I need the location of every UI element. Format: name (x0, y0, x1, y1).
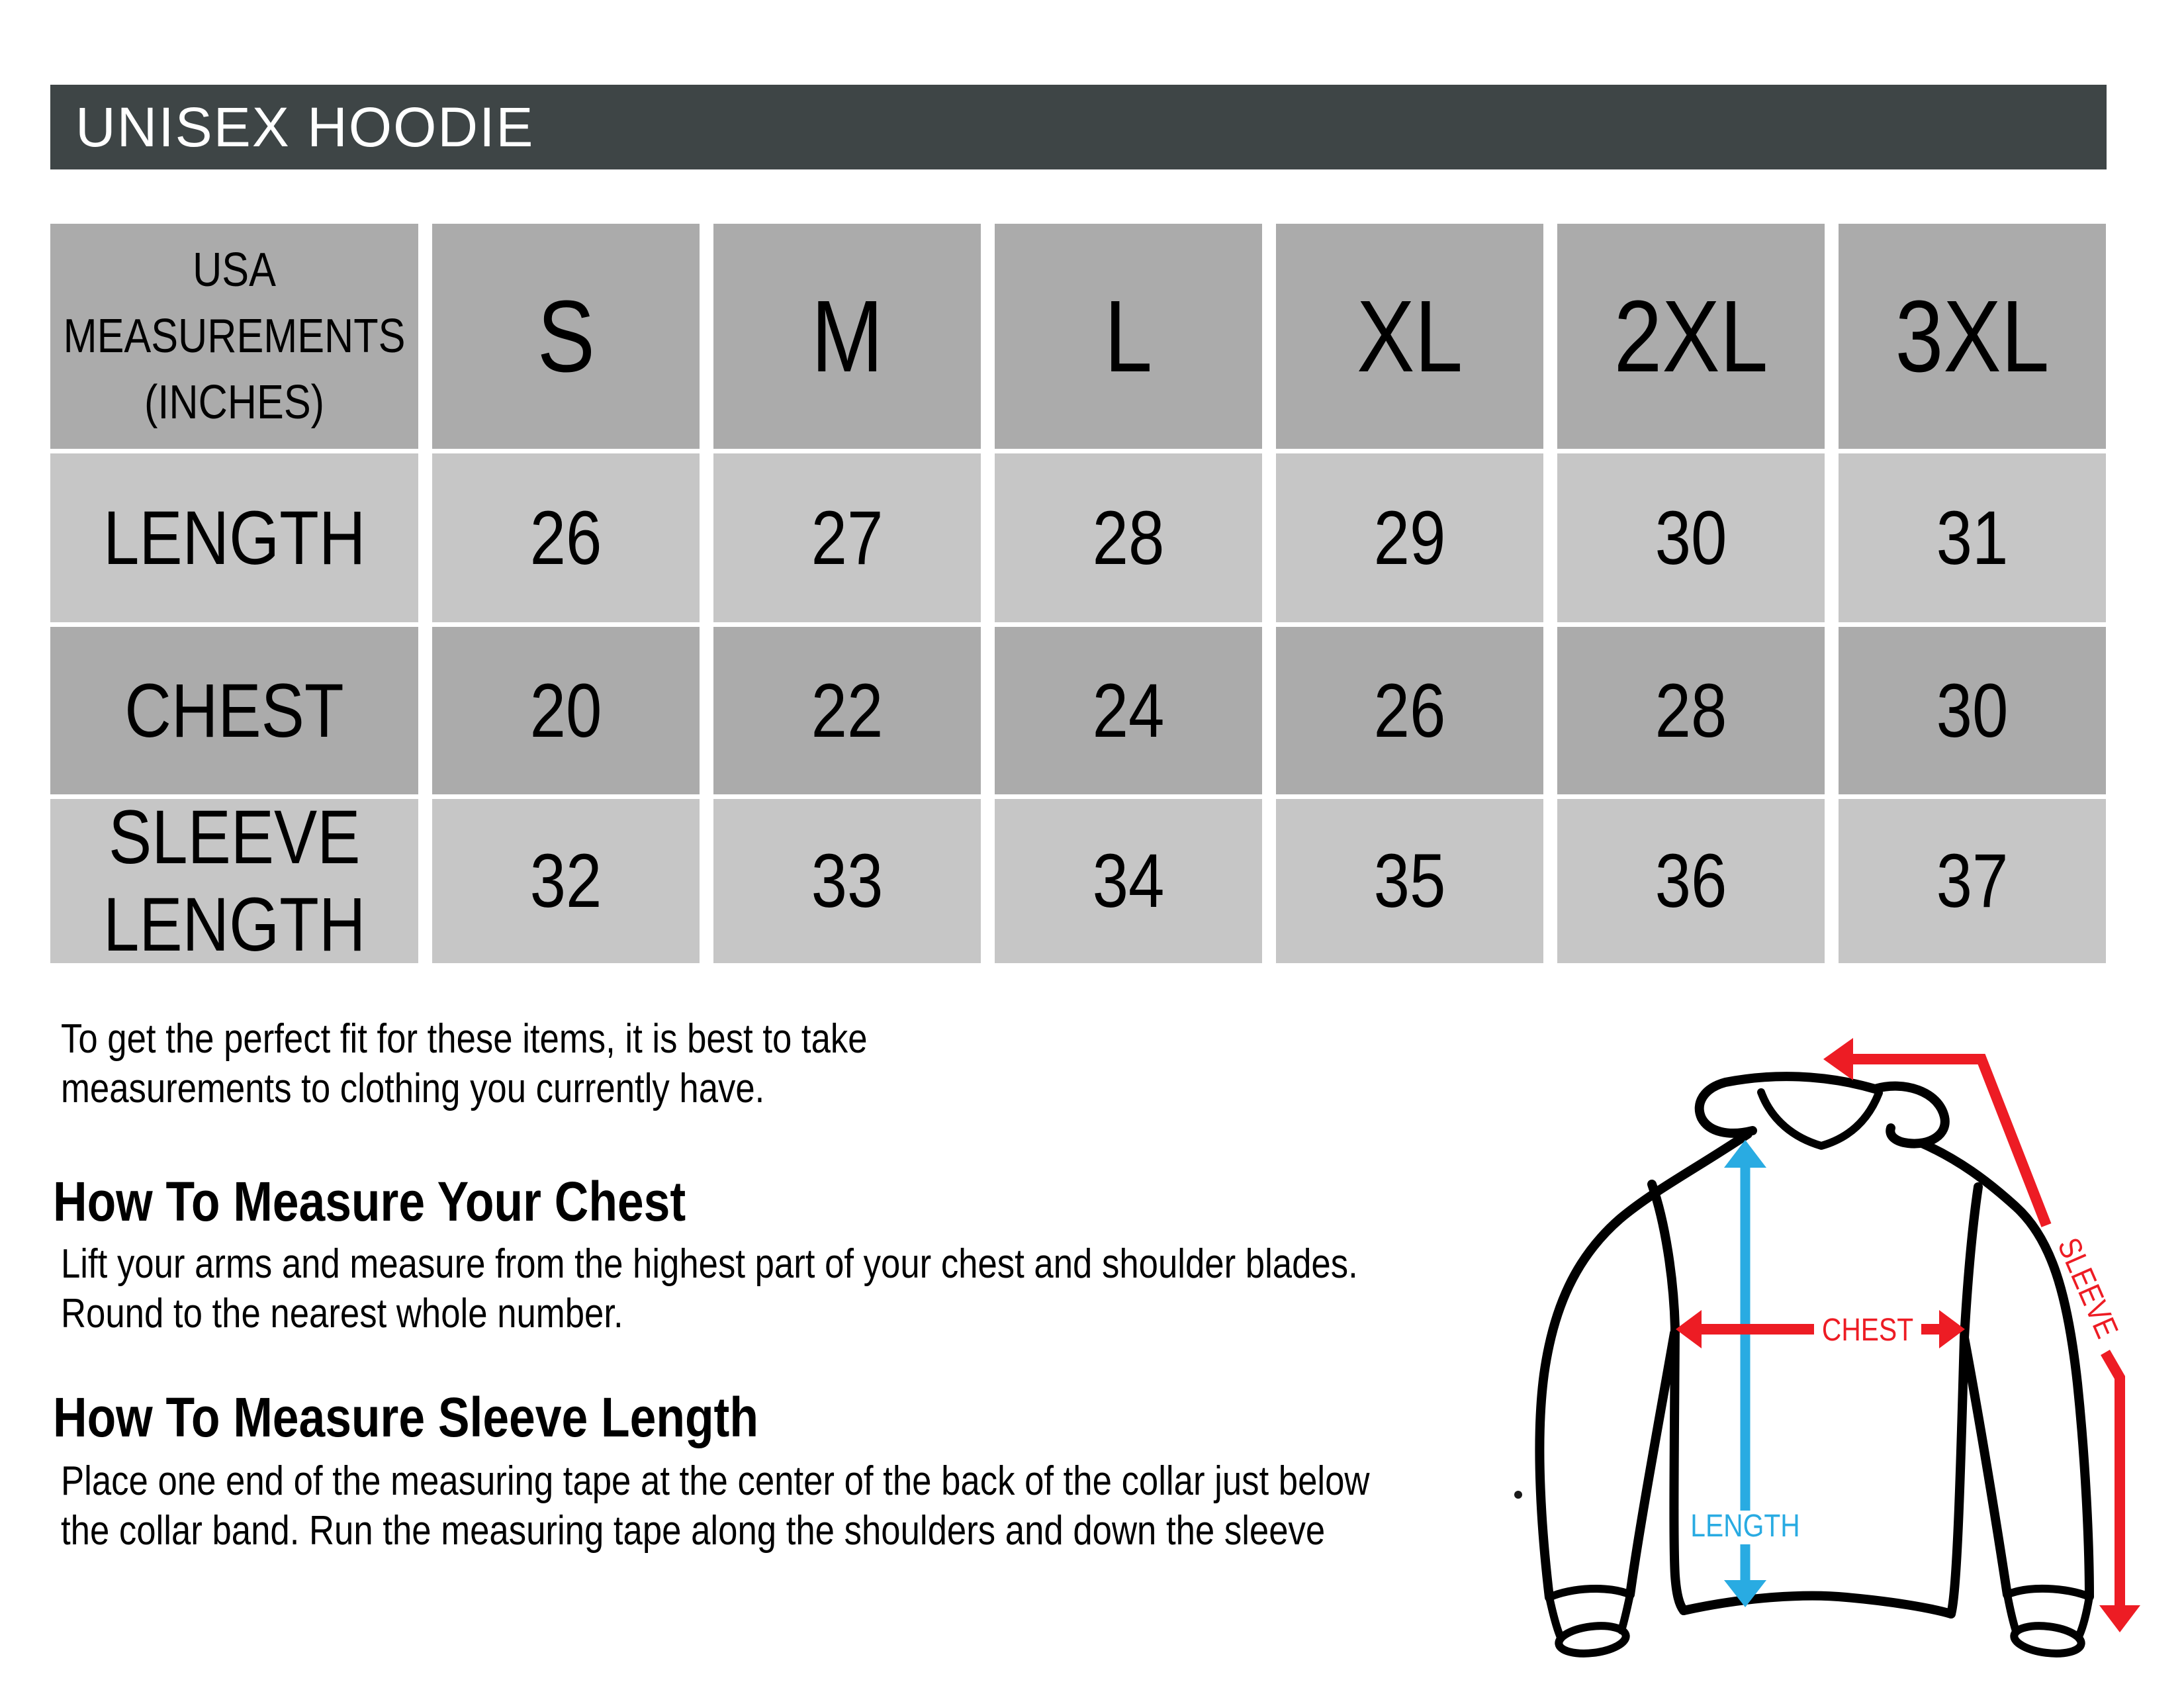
length-arrow: LENGTH (1690, 1140, 1800, 1607)
title-bar: UNISEX HOODIE (50, 85, 2107, 169)
length-xl: 29 (1276, 453, 1543, 622)
row-label-length: LENGTH (50, 453, 418, 622)
left-cuff-band (1545, 1584, 1634, 1601)
sleeve-2xl: 36 (1557, 799, 1825, 963)
right-body-edge (1946, 1333, 1969, 1618)
right-sleeve-outer (1917, 1139, 2094, 1601)
right-sleeve-inner (1960, 1333, 2012, 1599)
heading-measure-sleeve: How To Measure Sleeve Length (53, 1386, 758, 1448)
chest-label: CHEST (1822, 1313, 1913, 1348)
sleeve-m: 33 (713, 799, 981, 963)
row-label-sleeve-length: SLEEVE LENGTH (50, 795, 418, 967)
page-title: UNISEX HOODIE (75, 95, 535, 158)
length-arrowhead-bottom (1724, 1580, 1766, 1607)
left-cuff-outer (1545, 1593, 1564, 1640)
sleeve-s: 32 (432, 799, 700, 963)
length-2xl: 30 (1557, 453, 1825, 622)
stray-dot (1514, 1491, 1522, 1499)
chest-s: 20 (432, 627, 700, 794)
sleeve-arrowhead-bottom (2099, 1605, 2140, 1632)
left-cuff-inner (1617, 1591, 1634, 1634)
row-label-chest: CHEST (50, 627, 418, 794)
hoodie-outline-diagram: LENGTH CHEST SLEEVE (1514, 1038, 2140, 1658)
right-cuff-outer (2075, 1593, 2093, 1639)
right-cuff-band (2003, 1584, 2093, 1601)
table-header-size-xl: XL (1276, 224, 1543, 449)
left-armhole-seam (1647, 1180, 1680, 1333)
sleeve-3xl: 37 (1839, 799, 2106, 963)
table-header-size-3xl: 3XL (1839, 224, 2106, 449)
chest-l: 24 (995, 627, 1262, 794)
body-measure-sleeve: Place one end of the measuring tape at t… (61, 1458, 1370, 1554)
table-header-size-l: L (995, 224, 1262, 449)
sleeve-arrowhead-top (1823, 1038, 1853, 1080)
length-s: 26 (432, 453, 700, 622)
length-label: LENGTH (1690, 1509, 1799, 1544)
right-cuff-opening (2010, 1622, 2085, 1658)
table-header-size-m: M (713, 224, 981, 449)
sleeve-xl: 35 (1276, 799, 1543, 963)
left-body-edge (1669, 1323, 1688, 1615)
sleeve-l: 34 (995, 799, 1262, 963)
size-table: USA MEASUREMENTS (INCHES) S M L XL 2XL 3… (50, 224, 2106, 967)
chest-arrowhead-left (1676, 1310, 1702, 1348)
table-header-size-s: S (432, 224, 700, 449)
fit-note: To get the perfect fit for these items, … (61, 1016, 868, 1111)
chest-arrowhead-right (1939, 1310, 1965, 1348)
chest-xl: 26 (1276, 627, 1543, 794)
length-m: 27 (713, 453, 981, 622)
right-cuff-inner (2003, 1591, 2020, 1635)
hoodie-outline (1535, 1072, 2094, 1658)
length-3xl: 31 (1839, 453, 2106, 622)
left-sleeve-outer (1535, 1129, 1752, 1602)
table-header-size-2xl: 2XL (1557, 224, 1825, 449)
length-l: 28 (995, 453, 1262, 622)
chest-arrow: CHEST (1676, 1310, 1965, 1348)
right-armhole-seam (1960, 1182, 1983, 1342)
chest-m: 22 (713, 627, 981, 794)
left-cuff-opening (1555, 1622, 1630, 1658)
left-sleeve-inner (1625, 1329, 1679, 1599)
chest-2xl: 28 (1557, 627, 1825, 794)
body-measure-chest: Lift your arms and measure from the high… (61, 1241, 1358, 1336)
length-arrowhead-top (1724, 1140, 1766, 1168)
bottom-hem (1679, 1591, 1956, 1618)
heading-measure-chest: How To Measure Your Chest (53, 1170, 686, 1233)
hood-outline (1694, 1072, 1950, 1149)
table-header-measurements: USA MEASUREMENTS (INCHES) (50, 224, 418, 449)
neck-opening (1757, 1088, 1883, 1150)
chest-3xl: 30 (1839, 627, 2106, 794)
